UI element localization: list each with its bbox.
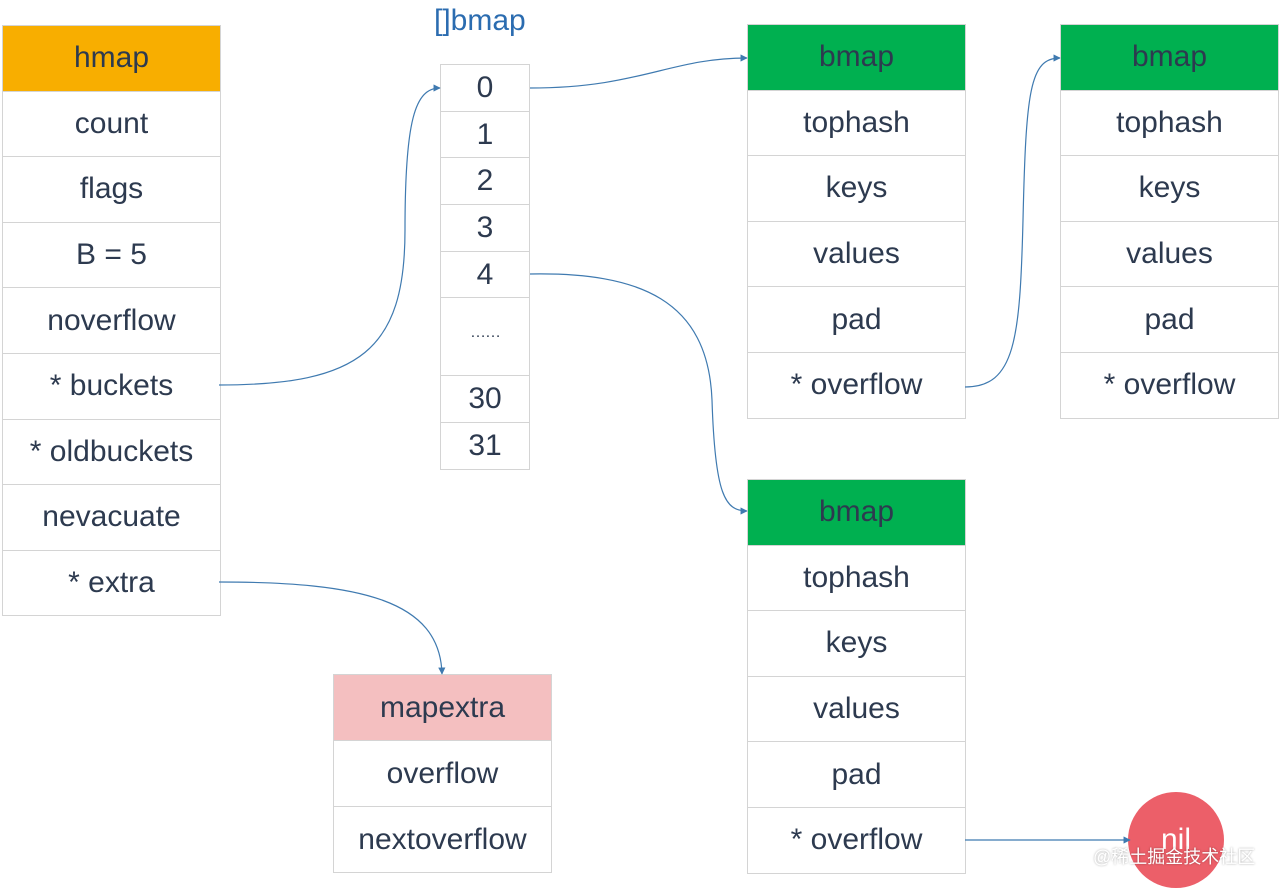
bucket-array: 0 1 2 3 4 …… 30 31 xyxy=(440,64,530,470)
bmap-field-pad: pad xyxy=(748,742,966,808)
bucket-slot-2: 2 xyxy=(441,158,530,206)
bmap-field-overflow: * overflow xyxy=(748,352,966,419)
connector-extra-to-mapextra xyxy=(218,581,446,675)
bucket-slot-3: 3 xyxy=(441,205,530,252)
bucket-slot-30: 30 xyxy=(441,376,530,424)
bmap-table-top-left: bmap tophash keys values pad * overflow xyxy=(747,24,966,419)
bmap-field-tophash: tophash xyxy=(748,545,966,612)
bmap-field-keys: keys xyxy=(748,156,966,222)
bmap-field-values: values xyxy=(748,676,966,743)
bmap-field-tophash: tophash xyxy=(1061,90,1279,157)
bmap-field-keys: keys xyxy=(748,611,966,677)
hmap-field-noverflow: noverflow xyxy=(3,288,221,354)
mapextra-field-nextoverflow: nextoverflow xyxy=(334,807,552,873)
bmap-header: bmap xyxy=(1061,25,1279,91)
hmap-field-buckets: * buckets xyxy=(3,353,221,420)
bucket-slot-1: 1 xyxy=(441,111,530,159)
bmap-field-pad: pad xyxy=(748,287,966,353)
hmap-header: hmap xyxy=(3,26,221,92)
bmap-field-pad: pad xyxy=(1061,287,1279,353)
hmap-field-oldbuckets: * oldbuckets xyxy=(3,419,221,486)
bmap-table-top-right: bmap tophash keys values pad * overflow xyxy=(1060,24,1279,419)
bmap-field-overflow: * overflow xyxy=(1061,352,1279,419)
hmap-field-count: count xyxy=(3,91,221,158)
mapextra-header: mapextra xyxy=(334,675,552,741)
bmap-field-keys: keys xyxy=(1061,156,1279,222)
hmap-field-flags: flags xyxy=(3,157,221,223)
bucket-slot-0: 0 xyxy=(441,65,530,112)
connector-slot4-to-bmap xyxy=(529,273,748,515)
mapextra-table: mapextra overflow nextoverflow xyxy=(333,674,552,873)
connector-slot0-to-bmap xyxy=(529,54,748,89)
bmap-header: bmap xyxy=(748,480,966,546)
hmap-table: hmap count flags B = 5 noverflow * bucke… xyxy=(2,25,221,617)
bmap-field-overflow: * overflow xyxy=(748,807,966,874)
bmap-table-bottom: bmap tophash keys values pad * overflow xyxy=(747,479,966,874)
nil-node: nil xyxy=(1128,792,1224,888)
connector-buckets-to-array xyxy=(218,84,441,386)
bmap-field-values: values xyxy=(1061,221,1279,288)
bmap-field-tophash: tophash xyxy=(748,90,966,157)
connector-overflow-to-bmap xyxy=(964,54,1061,388)
bucket-array-title: []bmap xyxy=(434,4,526,37)
mapextra-field-overflow: overflow xyxy=(334,741,552,807)
hmap-field-extra: * extra xyxy=(3,550,221,617)
hmap-field-nevacuate: nevacuate xyxy=(3,485,221,551)
bucket-slot-31: 31 xyxy=(441,423,530,470)
bucket-slot-ellipsis: …… xyxy=(441,298,530,377)
bmap-header: bmap xyxy=(748,25,966,91)
bucket-slot-4: 4 xyxy=(441,251,530,299)
hmap-field-b: B = 5 xyxy=(3,222,221,289)
bmap-field-values: values xyxy=(748,221,966,288)
watermark: @稀土掘金技术社区 xyxy=(1093,847,1256,867)
